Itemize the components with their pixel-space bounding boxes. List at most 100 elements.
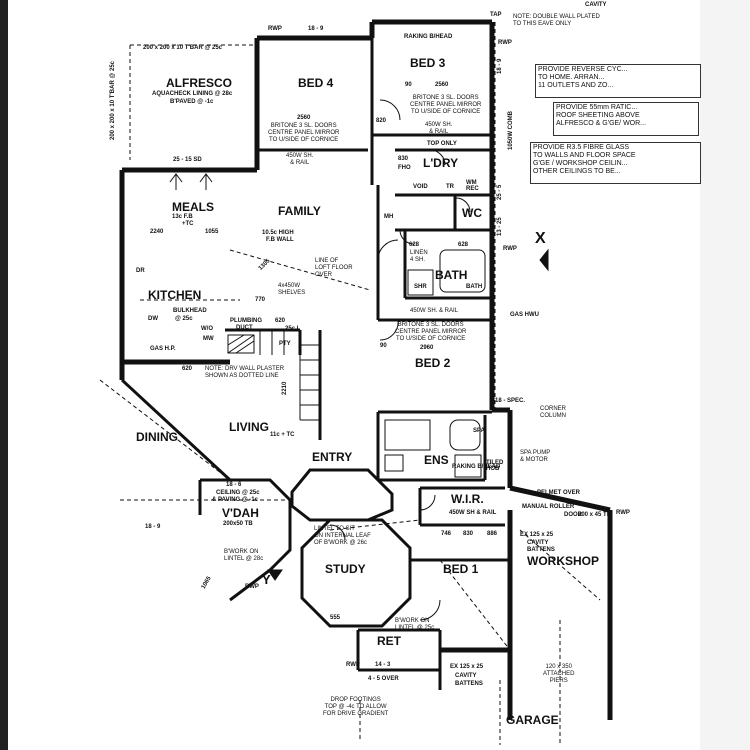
dim-18-9-low: 18 - 9 — [145, 524, 161, 530]
britone-bed2-l3: TO U/SIDE OF CORNICE — [396, 336, 466, 342]
room-label-meals: MEALS — [172, 200, 214, 214]
dim-628-b: 628 — [458, 242, 469, 248]
loft-l3: OVER — [315, 272, 333, 278]
dim-18-6: 18 - 6 — [226, 482, 242, 488]
dim-25-5: 25 - 5 — [497, 184, 503, 200]
wo-note: W/O — [201, 326, 213, 332]
corner-l1: CORNER — [540, 406, 567, 412]
shrail-bed4-l1: 450W SH. — [286, 153, 314, 159]
meals-ceiling: 13c F.B — [172, 214, 193, 220]
bulkhead-note: BULKHEAD — [173, 308, 207, 314]
britone-bed3-l2: CENTRE PANEL MIRROR — [410, 102, 482, 108]
britone-bed4-l2: CENTRE PANEL MIRROR — [268, 130, 340, 136]
dim-90-bed3: 90 — [405, 82, 412, 88]
bath-note: BATH — [466, 284, 483, 290]
linen-l1: LINEN — [410, 250, 428, 256]
drop-footings: DROP FOOTINGS TOP @ -4c TO ALLOW FOR DRI… — [323, 697, 388, 718]
britone-bed3: BRITONE 3 SL. DOORS CENTRE PANEL MIRROR … — [410, 95, 481, 116]
dim-14-3: 14 - 3 — [375, 662, 391, 668]
bed2-shrail: 450W SH. & RAIL — [410, 308, 458, 315]
dim-746: 746 — [441, 531, 452, 537]
cavity-ret-2: BATTENS — [455, 681, 483, 687]
dim-11c: 11c + TC — [270, 432, 295, 438]
linen-l2: 4 SH. — [410, 257, 426, 263]
drv-l2: SHOWN AS DOTTED LINE — [205, 373, 279, 379]
cavity-ret-1: CAVITY — [455, 673, 477, 679]
bwork-right-l2: LINTEL @ 25c — [395, 625, 435, 631]
raking-ens: RAKING B/HEAD — [452, 464, 501, 470]
bwork-left-l2: LINTEL @ 28c — [224, 556, 264, 562]
room-label-study: STUDY — [325, 562, 366, 576]
room-label-bed2: BED 2 — [415, 356, 451, 370]
vdah-ceiling: CEILING @ 25c — [216, 490, 260, 496]
walls — [99, 19, 613, 745]
dim-628-a: 628 — [409, 242, 420, 248]
spa-pump-l2: & MOTOR — [520, 457, 548, 463]
shelves-l2: SHELVES — [278, 290, 306, 296]
spa-label: SPA — [473, 428, 485, 434]
dim-830-ldry: 830 — [398, 156, 409, 162]
dim-200x50: 200x50 TB — [223, 521, 253, 527]
room-label-living: LIVING — [229, 420, 270, 434]
top-only: TOP ONLY — [427, 141, 457, 147]
high-wall: 10.5c HIGH — [262, 230, 294, 236]
bpaved-note: B'PAVED @ -1c — [170, 99, 214, 105]
shr-note: SHR — [414, 284, 427, 290]
attached-l3: PIERS — [549, 678, 568, 684]
duct-note: DUCT — [236, 325, 253, 331]
room-label-ret: RET — [377, 634, 401, 648]
attached-l2: ATTACHED — [543, 671, 575, 677]
dim-2210: 2210 — [282, 381, 288, 395]
dim-820-bed3: 820 — [376, 118, 387, 124]
shrail-bed3: 450W SH. & RAIL — [425, 122, 452, 136]
plumbing-note: PLUMBING — [230, 318, 262, 324]
double-wall-line2: TO THIS EAVE ONLY — [513, 21, 572, 27]
combi-note: 1050W COMB — [508, 110, 514, 150]
cavity-battens: CAVITY BATTENS — [527, 540, 555, 553]
rwp-right-top: RWP — [498, 40, 512, 46]
raking-bhead: RAKING B/HEAD — [404, 34, 453, 40]
room-label-vdah: V'DAH — [222, 506, 259, 520]
britone-bed4-l1: BRITONE 3 SL. DOORS — [270, 123, 337, 129]
dim-2560-bed4: 2560 — [297, 115, 311, 121]
fb-wall: F.B WALL — [266, 237, 294, 243]
dim-620-k: 620 — [182, 366, 193, 372]
britone-bed4-l3: TO U/SIDE OF CORNICE — [269, 137, 339, 143]
pty-note: PTY — [279, 341, 291, 347]
attached-piers: 120 x 350 ATTACHED PIERS — [543, 664, 574, 685]
tiled-hob: TILED HOB — [486, 460, 504, 472]
drop-l1: DROP FOOTINGS — [330, 697, 381, 703]
void-ldry: VOID — [413, 184, 428, 190]
britone-bed2-l2: CENTRE PANEL MIRROR — [395, 329, 467, 335]
tap-note: TAP — [490, 12, 502, 18]
scan-edge-left — [0, 0, 8, 750]
loft-note: LINE OF LOFT FLOOR OVER — [315, 258, 353, 279]
tbar-top: 200 x 200 x 10 T'BAR @ 25c — [143, 45, 222, 51]
sidenote-cycle-l1: PROVIDE REVERSE CYC... — [538, 66, 628, 73]
britone-bed2-l1: BRITONE 3 SL. DOORS — [397, 322, 464, 328]
scan-margin-right — [700, 0, 750, 750]
sidenote-insulation: PROVIDE R3.5 FIBRE GLASS TO WALLS AND FL… — [530, 142, 701, 184]
room-label-family: FAMILY — [278, 204, 321, 218]
room-label-bath: BATH — [435, 268, 468, 282]
room-label-kitchen: KITCHEN — [148, 288, 202, 302]
double-wall-note: NOTE: DOUBLE WALL PLATED TO THIS EAVE ON… — [513, 14, 600, 28]
shelves-note: 4x450W SHELVES — [278, 283, 305, 297]
ex125-note: EX 125 x 25 — [520, 532, 554, 538]
room-label-bed1: BED 1 — [443, 562, 479, 576]
lintel-l3: OF B'WORK @ 26c — [314, 540, 367, 546]
shrail-bed4: 450W SH. & RAIL — [286, 153, 313, 167]
room-label-dining: DINING — [136, 430, 178, 444]
bwork-left-l1: B'WORK ON — [224, 549, 259, 555]
vdah-paving: & PAVING @ -1c — [212, 497, 258, 503]
bwork-note-right: B'WORK ON LINTEL @ 25c — [395, 618, 434, 632]
britone-bed2: BRITONE 3 SL. DOORS CENTRE PANEL MIRROR … — [395, 322, 466, 343]
sidenote-cycle-l2: TO HOME. ARRAN... — [538, 74, 605, 81]
cavity-note: CAVITY — [585, 2, 607, 8]
dim-13-25: 13 - 25 — [497, 217, 503, 236]
shelves-l1: 4x450W — [278, 283, 301, 289]
spa-pump-l1: SPA PUMP — [520, 450, 551, 456]
spec-note: 18 - SPEC. — [495, 398, 526, 404]
room-label-ens: ENS — [424, 453, 449, 467]
